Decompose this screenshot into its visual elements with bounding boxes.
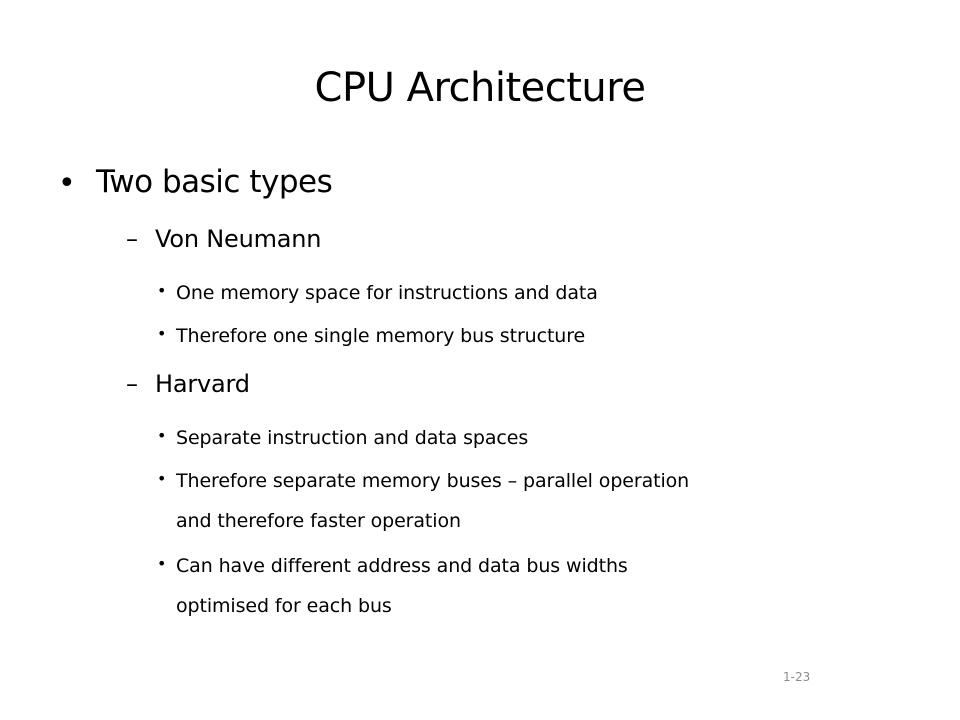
subheading-text: Harvard (155, 370, 250, 398)
list-item-text: and therefore faster operation (176, 510, 461, 532)
bullet-dot-icon: • (157, 281, 167, 300)
bullet-dot-icon: • (157, 469, 167, 488)
dash-icon: – (126, 225, 138, 253)
bullet-dot-icon: • (157, 324, 167, 343)
slide-number: 1-23 (783, 670, 811, 684)
bullet-dot-icon: • (157, 554, 167, 573)
list-item-text: Can have different address and data bus … (176, 555, 628, 577)
bullet-dot-icon: • (58, 166, 76, 201)
list-item-text: optimised for each bus (176, 595, 392, 617)
list-item-text: One memory space for instructions and da… (176, 282, 598, 304)
bullet-text: Two basic types (96, 164, 333, 200)
dash-icon: – (126, 370, 138, 398)
list-item-text: Therefore separate memory buses – parall… (176, 470, 690, 492)
slide-title: CPU Architecture (314, 65, 646, 111)
bullet-dot-icon: • (157, 426, 167, 445)
list-item-text: Separate instruction and data spaces (176, 427, 529, 449)
subheading-text: Von Neumann (155, 225, 322, 253)
list-item-text: Therefore one single memory bus structur… (176, 325, 586, 347)
